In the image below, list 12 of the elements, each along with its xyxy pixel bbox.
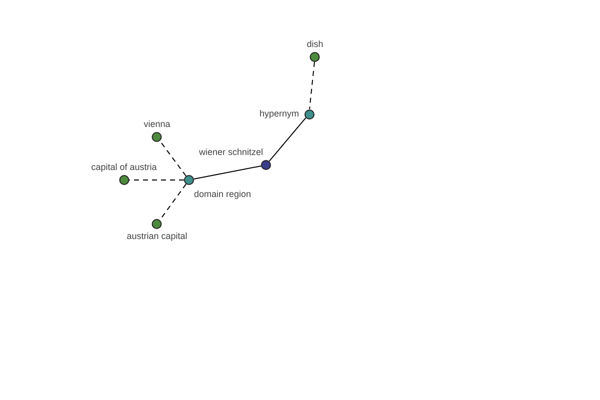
- node-label: capital of austria: [91, 162, 157, 173]
- connector-line: [193, 165, 262, 180]
- connector-line: [268, 117, 306, 162]
- node-label: domain region: [194, 189, 252, 200]
- dashed-line: [309, 61, 315, 110]
- node-label: vienna: [144, 119, 170, 130]
- node-label: hypernym: [259, 108, 299, 120]
- dashed-line: [159, 184, 187, 220]
- node-label: wiener schnitzel: [198, 147, 263, 158]
- dashed-line: [159, 140, 187, 176]
- node-label: austrian capital: [126, 231, 188, 242]
- node-label: dish: [306, 39, 324, 50]
